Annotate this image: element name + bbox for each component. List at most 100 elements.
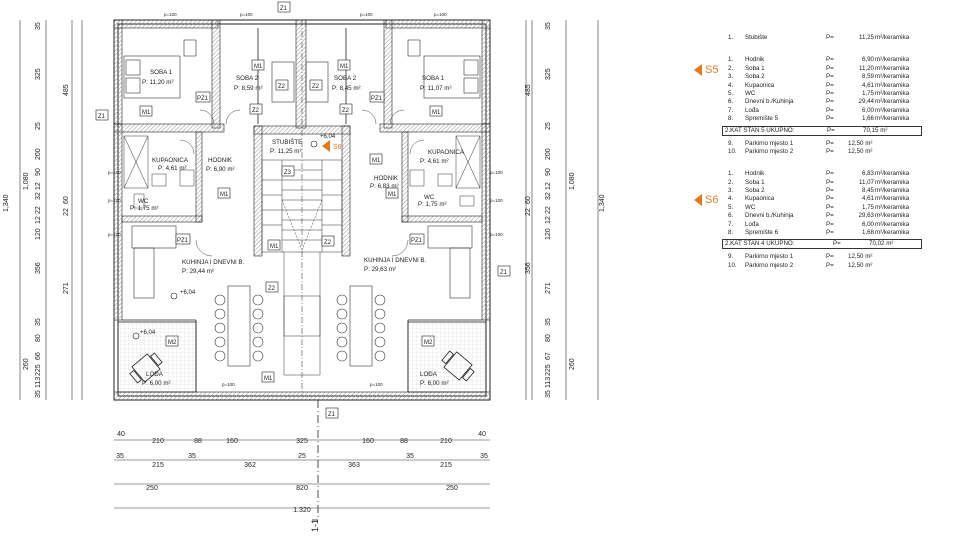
svg-text:p=100: p=100 — [164, 12, 177, 17]
dim-text-bottom: 40 210 88 160 325 160 88 210 40 35 215 3… — [116, 431, 488, 514]
svg-text:M1: M1 — [270, 244, 279, 250]
svg-text:225: 225 — [35, 364, 42, 376]
room-hodnik-left: HODNIK — [208, 157, 233, 164]
svg-text:M1: M1 — [432, 110, 441, 116]
room-soba2-left: SOBA 2 — [236, 75, 259, 82]
section-label: 1-1 — [310, 519, 320, 532]
svg-text:260: 260 — [569, 358, 576, 370]
svg-text:210: 210 — [152, 438, 164, 445]
furniture-beds — [123, 39, 481, 103]
chairs — [214, 294, 386, 362]
svg-text:32: 32 — [35, 192, 42, 200]
svg-text:160: 160 — [362, 438, 374, 445]
svg-text:p=100: p=100 — [240, 12, 253, 17]
svg-text:22: 22 — [545, 206, 552, 214]
svg-text:p=100: p=100 — [490, 232, 503, 237]
svg-text:P: 1,75 m²: P: 1,75 m² — [418, 201, 447, 208]
dim-text-right: 35 325 25 200 90 12 32 22 12 120 271 35 … — [525, 22, 606, 398]
svg-text:P: 6,90 m²: P: 6,90 m² — [206, 166, 235, 173]
svg-text:22: 22 — [63, 208, 70, 216]
bathroom-fixtures — [123, 135, 481, 209]
svg-text:90: 90 — [35, 168, 42, 176]
room-lodja-right: LOĐA — [420, 371, 438, 378]
s6-total-row: 2.KAT STAN 4 UKUPNO: P= 70,02 m² — [722, 239, 922, 250]
s5-marker: S5 — [694, 64, 718, 77]
svg-text:M1: M1 — [220, 192, 229, 198]
staircase — [261, 159, 343, 376]
svg-text:250: 250 — [446, 485, 458, 492]
svg-text:p=100: p=100 — [108, 232, 121, 237]
svg-text:35: 35 — [116, 453, 124, 460]
svg-text:p=100: p=100 — [360, 12, 373, 17]
level-markers: +6,04 +6,04 +6,04 — [132, 134, 336, 340]
svg-text:1,340: 1,340 — [3, 194, 10, 212]
svg-text:+6,04: +6,04 — [320, 134, 336, 140]
svg-text:Z2: Z2 — [342, 108, 350, 114]
furniture-living — [131, 225, 473, 367]
svg-text:35: 35 — [188, 453, 196, 460]
svg-text:363: 363 — [348, 462, 360, 469]
room-wc-left: WC — [138, 198, 149, 205]
svg-text:12: 12 — [35, 216, 42, 224]
room-stubiste: STUBIŠTE — [272, 139, 302, 146]
svg-text:362: 362 — [244, 462, 256, 469]
svg-text:p=100: p=100 — [108, 198, 121, 203]
svg-text:485: 485 — [525, 84, 532, 96]
svg-text:35: 35 — [406, 453, 414, 460]
svg-text:12: 12 — [545, 182, 552, 190]
svg-text:1.320: 1.320 — [293, 507, 311, 514]
svg-text:356: 356 — [525, 262, 532, 274]
svg-text:225: 225 — [545, 364, 552, 376]
svg-text:P: 6,00 m²: P: 6,00 m² — [420, 380, 449, 387]
svg-text:60: 60 — [63, 196, 70, 204]
loggia-tables — [129, 350, 475, 384]
svg-text:1,340: 1,340 — [599, 194, 606, 212]
svg-text:M1: M1 — [372, 158, 381, 164]
svg-text:12: 12 — [545, 216, 552, 224]
svg-text:80: 80 — [35, 334, 42, 342]
dim-text-left: 35 325 25 200 90 12 32 22 12 120 356 35 … — [3, 22, 70, 398]
room-kupaonica-right: KUPAONICA — [428, 149, 465, 156]
svg-text:p=100: p=100 — [490, 198, 503, 203]
svg-text:35: 35 — [35, 318, 42, 326]
svg-text:325: 325 — [35, 68, 42, 80]
svg-text:90: 90 — [545, 168, 552, 176]
table-row: 1. Stubište P= 11,25 m²/keramika — [728, 34, 910, 41]
svg-text:271: 271 — [545, 282, 552, 294]
svg-text:12: 12 — [35, 182, 42, 190]
svg-text:820: 820 — [296, 485, 308, 492]
svg-text:Z2: Z2 — [324, 240, 332, 246]
svg-text:60: 60 — [525, 196, 532, 204]
svg-text:210: 210 — [440, 438, 452, 445]
room-wc-right: WC — [424, 194, 435, 201]
svg-text:Z2: Z2 — [278, 84, 286, 90]
svg-text:+6,04: +6,04 — [180, 290, 196, 296]
svg-text:Z1: Z1 — [328, 412, 336, 418]
svg-text:160: 160 — [226, 438, 238, 445]
s6-stair-marker: S6 — [322, 140, 342, 152]
svg-text:PZ1: PZ1 — [411, 238, 423, 244]
svg-text:88: 88 — [194, 438, 202, 445]
room-soba1-left: SOBA 1 — [150, 69, 173, 76]
svg-text:Z2: Z2 — [268, 286, 276, 292]
room-lodja-left: LOĐA — [146, 371, 164, 378]
room-soba2-right: SOBA 2 — [334, 75, 357, 82]
svg-text:32: 32 — [545, 192, 552, 200]
svg-text:M2: M2 — [168, 340, 177, 346]
room-kuhinja-left: KUHINJA I DNEVNI B. — [182, 259, 245, 266]
svg-text:p=100: p=100 — [108, 170, 121, 175]
svg-text:35: 35 — [35, 22, 42, 30]
svg-text:M1: M1 — [142, 110, 151, 116]
svg-text:120: 120 — [35, 228, 42, 240]
